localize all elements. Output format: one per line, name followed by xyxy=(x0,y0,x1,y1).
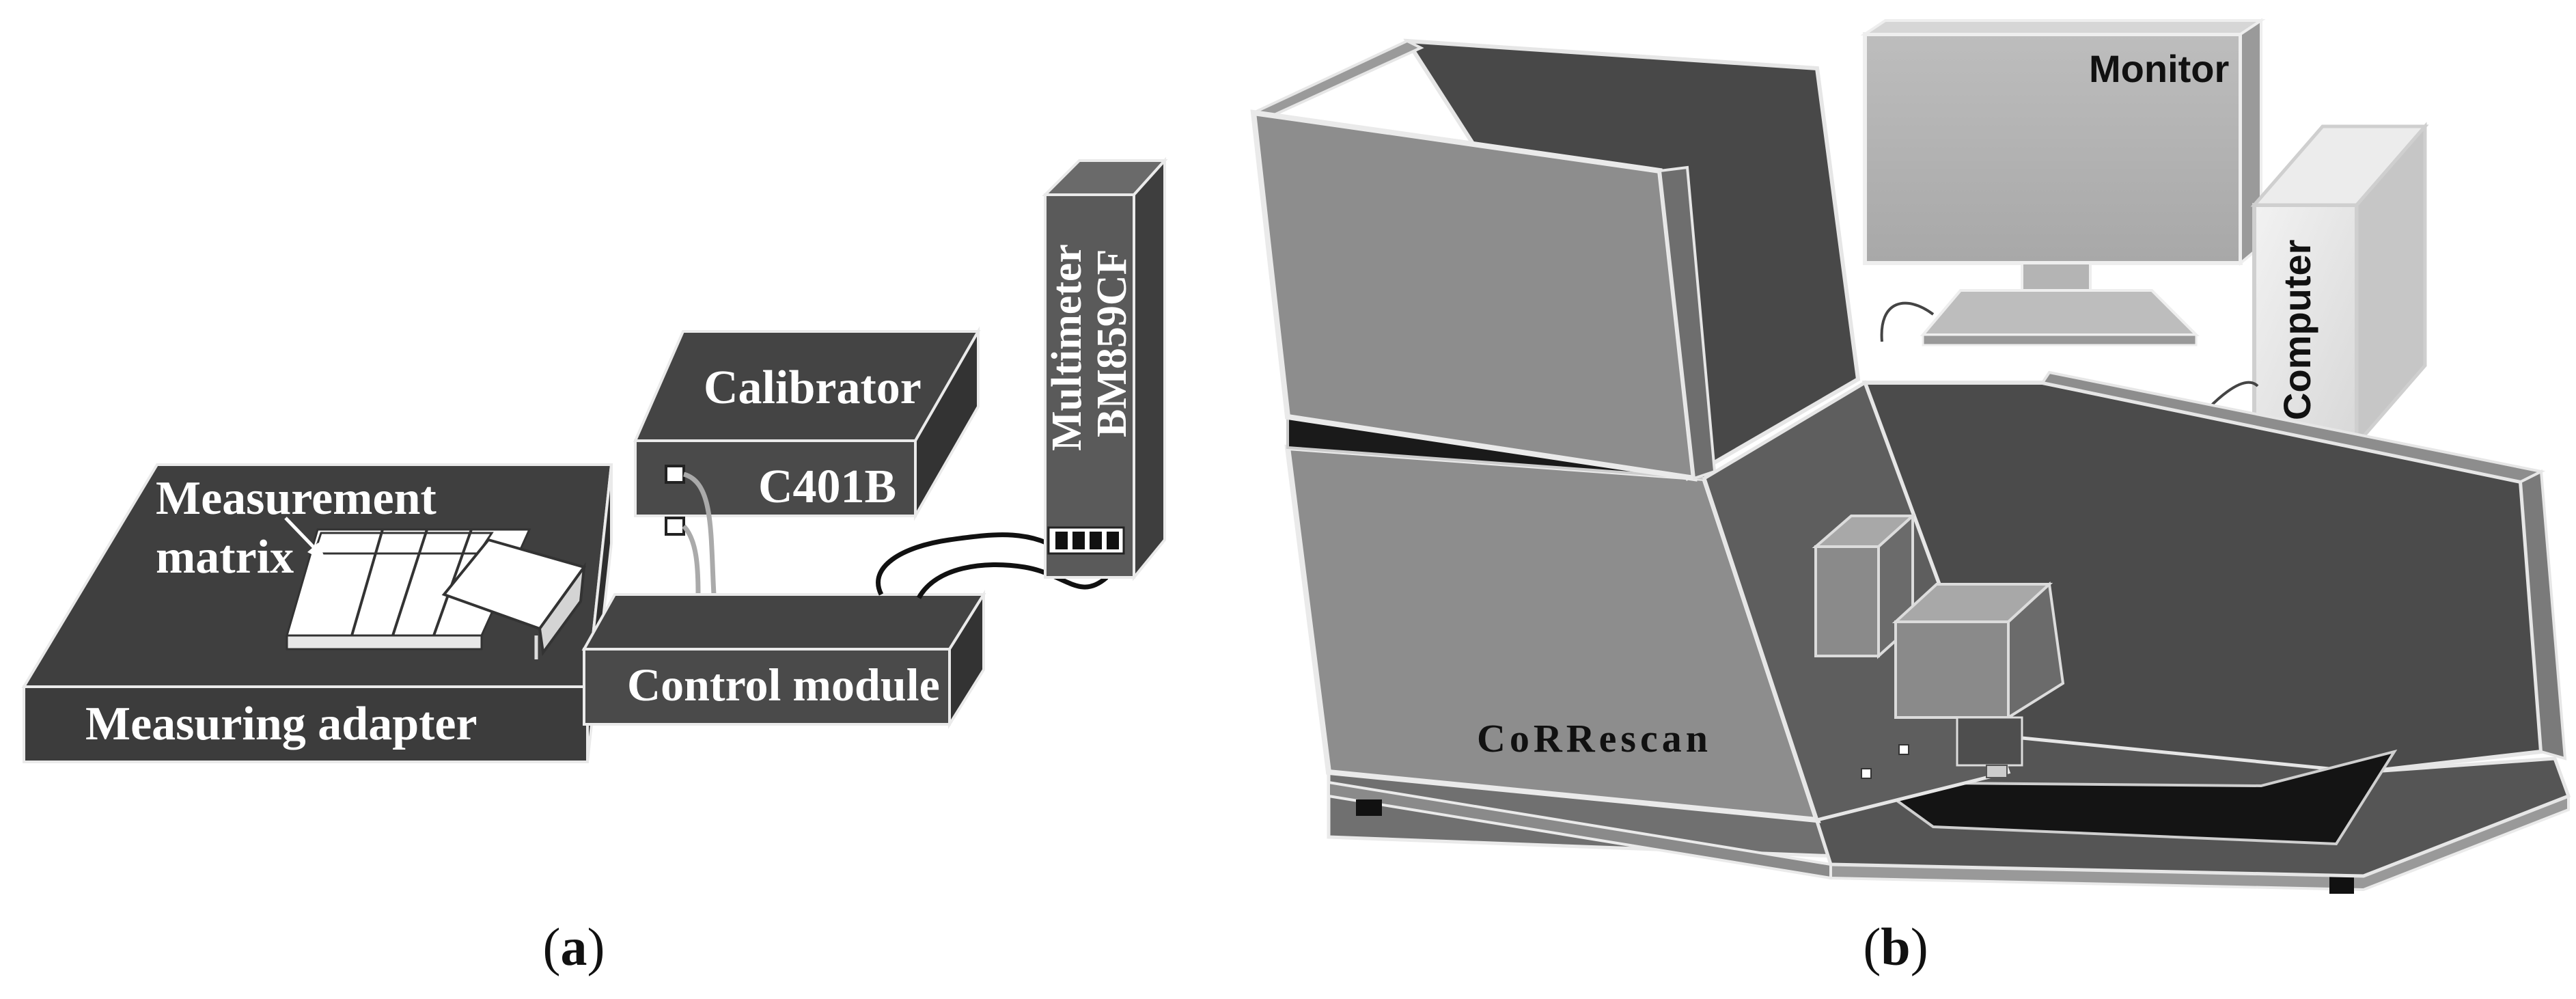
calibrator-port-2 xyxy=(665,517,685,536)
caption-b: (b) xyxy=(1863,917,1928,976)
scanner-lid xyxy=(1250,38,1861,482)
calibrator-box xyxy=(633,326,981,536)
caption-a: (a) xyxy=(543,917,605,976)
monitor xyxy=(1860,18,2266,346)
label-monitor: Monitor xyxy=(2089,47,2229,90)
control-module-box xyxy=(581,590,986,729)
label-control-module: Control module xyxy=(627,659,940,711)
label-measurement: Measurement xyxy=(156,472,437,525)
label-measuring-adapter: Measuring adapter xyxy=(85,698,477,750)
label-matrix: matrix xyxy=(156,531,294,584)
label-corrscan: CoRRescan xyxy=(1477,716,1712,761)
calibrator-cables xyxy=(682,471,717,595)
label-computer: Computer xyxy=(2275,240,2318,420)
scanning-head xyxy=(1812,512,2065,779)
panel-b-corrscan-system: Monitor Computer xyxy=(1250,18,2571,976)
label-multimeter: Multimeter xyxy=(1044,244,1090,451)
measurement-matrix xyxy=(286,528,531,651)
label-calibrator: Calibrator xyxy=(704,361,922,414)
calibrator-port-1 xyxy=(665,465,685,484)
matrix-pointer-arrow xyxy=(284,517,327,562)
computer-tower xyxy=(2250,122,2429,449)
matrix-connector-plug xyxy=(441,538,587,659)
scanning-bed xyxy=(1867,749,2398,846)
multimeter-device xyxy=(1042,156,1168,581)
label-calibrator-model: C401B xyxy=(758,461,896,513)
panel-a-measurement-setup: Measurement matrix Measuring adapter Cal… xyxy=(21,156,1168,976)
label-multimeter-model: BM859CF xyxy=(1089,249,1135,437)
